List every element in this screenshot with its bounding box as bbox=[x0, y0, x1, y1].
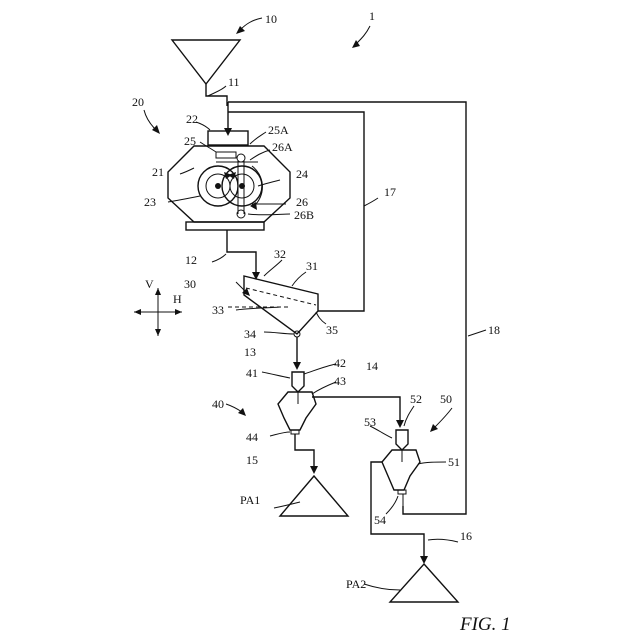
label-26B: 26B bbox=[294, 208, 314, 222]
hopper-10 bbox=[172, 40, 240, 106]
label-42: 42 bbox=[334, 356, 346, 370]
label-25: 25 bbox=[184, 134, 196, 148]
line-15 bbox=[295, 434, 318, 474]
label-51: 51 bbox=[448, 455, 460, 469]
line-14 bbox=[312, 397, 404, 428]
label-16: 16 bbox=[460, 529, 472, 543]
label-17: 17 bbox=[384, 185, 396, 199]
label-V: V bbox=[145, 277, 154, 291]
label-11: 11 bbox=[228, 75, 240, 89]
label-14: 14 bbox=[366, 359, 378, 373]
label-26A: 26A bbox=[272, 140, 293, 154]
label-53: 53 bbox=[364, 415, 376, 429]
label-23: 23 bbox=[144, 195, 156, 209]
label-24: 24 bbox=[296, 167, 308, 181]
separator-50 bbox=[382, 430, 420, 506]
label-33: 33 bbox=[212, 303, 224, 317]
label-12: 12 bbox=[185, 253, 197, 267]
product-pile-PA1 bbox=[280, 476, 348, 516]
label-13: 13 bbox=[244, 345, 256, 359]
label-26: 26 bbox=[296, 195, 308, 209]
label-50: 50 bbox=[440, 392, 452, 406]
label-32: 32 bbox=[274, 247, 286, 261]
label-15: 15 bbox=[246, 453, 258, 467]
label-20: 20 bbox=[132, 95, 144, 109]
label-44: 44 bbox=[246, 430, 258, 444]
label-35: 35 bbox=[326, 323, 338, 337]
label-41: 41 bbox=[246, 366, 258, 380]
label-25A: 25A bbox=[268, 123, 289, 137]
label-43: 43 bbox=[334, 374, 346, 388]
classifier-30 bbox=[228, 276, 318, 337]
product-pile-PA2 bbox=[390, 564, 458, 602]
line-13 bbox=[293, 337, 301, 370]
leader-lines bbox=[144, 18, 486, 590]
label-H: H bbox=[173, 292, 182, 306]
label-40: 40 bbox=[212, 397, 224, 411]
label-PA2: PA2 bbox=[346, 577, 366, 591]
label-54: 54 bbox=[374, 513, 386, 527]
label-1: 1 bbox=[369, 9, 375, 23]
label-10: 10 bbox=[265, 12, 277, 26]
label-18: 18 bbox=[488, 323, 500, 337]
label-30: 30 bbox=[184, 277, 196, 291]
label-34: 34 bbox=[244, 327, 256, 341]
line-12 bbox=[227, 230, 260, 280]
label-52: 52 bbox=[410, 392, 422, 406]
label-21: 21 bbox=[152, 165, 164, 179]
label-31: 31 bbox=[306, 259, 318, 273]
label-PA1: PA1 bbox=[240, 493, 260, 507]
separator-40 bbox=[278, 372, 316, 434]
figure-caption: FIG. 1 bbox=[459, 614, 511, 635]
label-22: 22 bbox=[186, 112, 198, 126]
